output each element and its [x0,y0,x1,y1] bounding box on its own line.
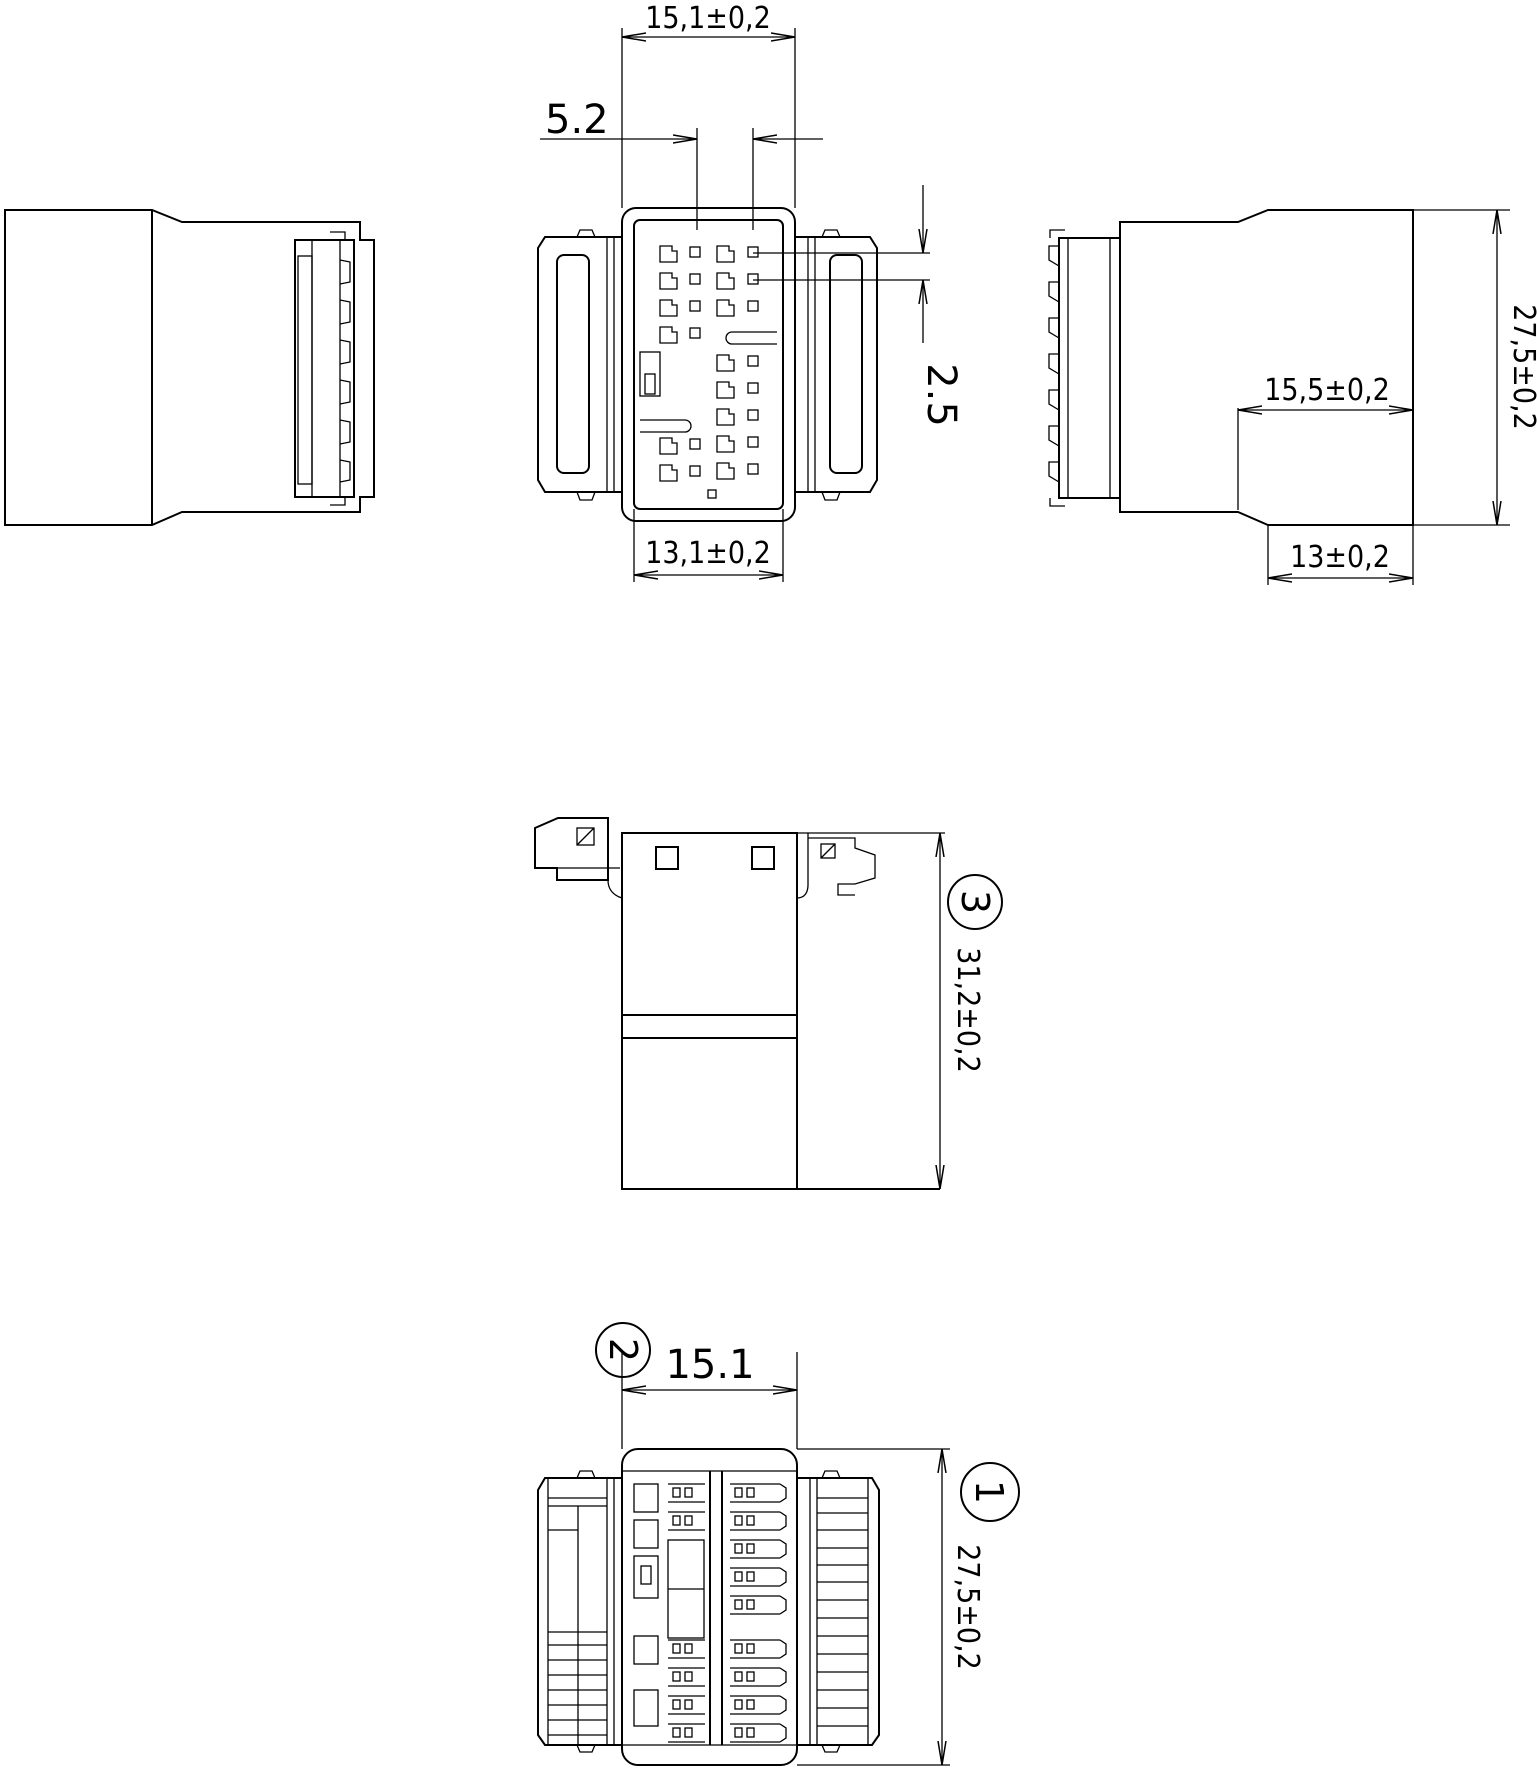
dim-side-depth-lower: 13±0,2 [1290,540,1390,575]
dim-length-top-view: 31,2±0,2 [950,947,985,1073]
dim-inner-width: 13,1±0,2 [645,536,771,571]
balloon-2 [595,1322,651,1378]
balloon-2-label: 2 [601,1338,645,1362]
dim-pitch-vertical: 2.5 [918,363,964,427]
dim-bottom-height: 27,5±0,2 [950,1544,985,1670]
dim-side-depth-upper: 15,5±0,2 [1264,373,1390,408]
balloon-3-label: 3 [953,890,997,914]
dim-height-side: 27,5±0,2 [1506,304,1537,430]
dim-top-width: 15,1±0,2 [645,1,771,36]
right-side-view [1048,209,1510,585]
balloon-1-label: 1 [967,1480,1011,1504]
dim-bottom-width: 15.1 [665,1342,754,1388]
front-view [537,28,930,582]
bottom-view [537,1322,1020,1766]
balloon-1 [960,1462,1020,1522]
balloon-3 [947,874,1003,930]
top-view [534,817,1003,1190]
left-side-view [4,209,375,526]
dim-pitch-horizontal: 5.2 [545,97,609,143]
